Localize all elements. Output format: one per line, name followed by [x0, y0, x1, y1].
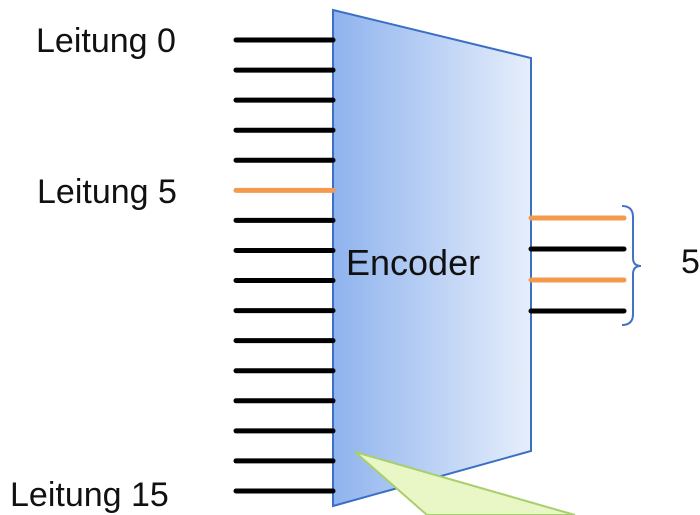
- output-value-label: 5: [681, 243, 700, 281]
- encoder-label: Encoder: [346, 242, 481, 283]
- input-label-last: Leitung 15: [10, 476, 169, 514]
- callout-shape: [354, 451, 576, 515]
- input-lines-group: [233, 37, 336, 494]
- output-lines-group: [528, 215, 627, 314]
- input-label-first: Leitung 0: [36, 22, 176, 60]
- output-brace: [621, 205, 642, 326]
- input-label-middle: Leitung 5: [37, 173, 177, 211]
